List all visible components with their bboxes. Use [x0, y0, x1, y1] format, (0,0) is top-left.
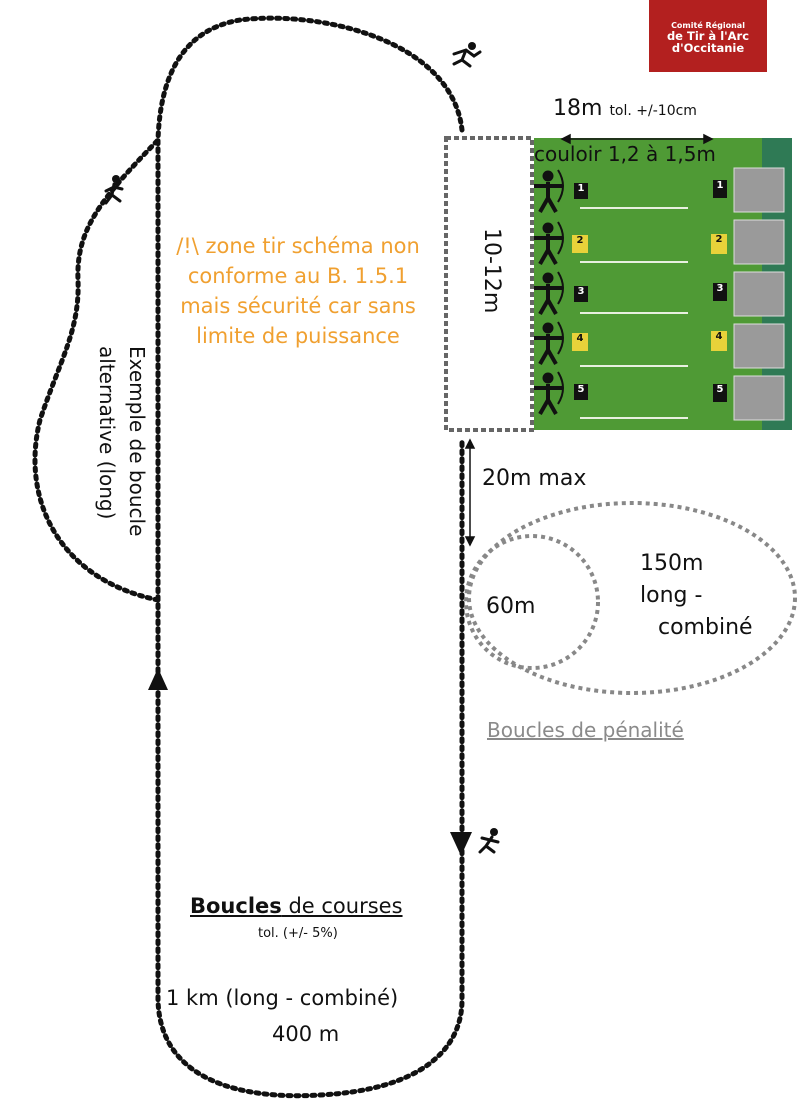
- course-title-rest: de courses: [281, 894, 403, 918]
- penalty-large-line3: combiné: [658, 615, 753, 640]
- penalty-small-label: 60m: [486, 594, 536, 619]
- logo-line1: Comité Régional: [671, 21, 745, 30]
- range-depth-label: 10-12m: [479, 228, 504, 314]
- penalty-large-line2: long -: [640, 583, 703, 608]
- arrow-up: [148, 668, 168, 690]
- range-width-label: 18m tol. +/-10cm: [553, 96, 697, 121]
- runner-icon: [478, 828, 500, 854]
- grass-field: [534, 138, 762, 430]
- lane-badge: 2: [572, 235, 588, 253]
- penalty-caption: Boucles de pénalité: [487, 718, 684, 742]
- course-title-bold: Boucles: [190, 894, 282, 918]
- alternative-loop-label: Exemple de boucle alternative (long): [92, 346, 152, 536]
- lane-lines: [580, 207, 688, 419]
- runner-icon: [104, 175, 124, 205]
- lane-badge: 1: [574, 183, 588, 199]
- target-badge: 4: [711, 331, 727, 351]
- course-title: Boucles de courses: [190, 894, 403, 918]
- range-width-main: 18m: [553, 96, 603, 121]
- distance-dimension: [464, 438, 476, 547]
- runner-icon: [452, 42, 482, 68]
- target-badge: 5: [713, 384, 727, 402]
- shooting-zone-box: [444, 136, 534, 432]
- target-badge: 3: [713, 283, 727, 301]
- target-badge: 1: [713, 180, 727, 198]
- course-distance-long: 1 km (long - combiné): [166, 986, 399, 1010]
- distance-max-label: 20m max: [482, 466, 587, 491]
- target-badge: 2: [711, 234, 727, 254]
- penalty-large-line1: 150m: [640, 551, 704, 576]
- alternative-loop: [32, 137, 161, 603]
- alternative-loop-line1: Exemple de boucle: [125, 346, 149, 537]
- target-stands: [733, 167, 785, 421]
- warning-text: /!\ zone tir schéma non conforme au B. 1…: [176, 234, 420, 348]
- alternative-loop-line2: alternative (long): [95, 346, 119, 520]
- archer-icons: [534, 169, 564, 415]
- range-width-tol: tol. +/-10cm: [609, 103, 697, 119]
- penalty-large-label: 150m long - combiné: [640, 548, 753, 644]
- lane-badge: 3: [574, 286, 588, 302]
- logo-line3: d'Occitanie: [671, 41, 745, 55]
- course-distance-short: 400 m: [272, 1022, 340, 1046]
- logo-line2: de Tir à l'Arc: [666, 29, 750, 43]
- width-dimension: [560, 133, 714, 145]
- penalty-loop-small: [464, 534, 600, 670]
- lane-width-label: couloir 1,2 à 1,5m: [534, 142, 716, 166]
- lane-badge: 4: [572, 333, 588, 351]
- arrow-down: [450, 832, 472, 856]
- logo: Comité Régional de Tir à l'Arc d'Occitan…: [649, 0, 767, 72]
- penalty-loop-large: [467, 501, 797, 695]
- lane-badge: 5: [574, 384, 588, 400]
- course-tolerance: tol. (+/- 5%): [258, 926, 338, 941]
